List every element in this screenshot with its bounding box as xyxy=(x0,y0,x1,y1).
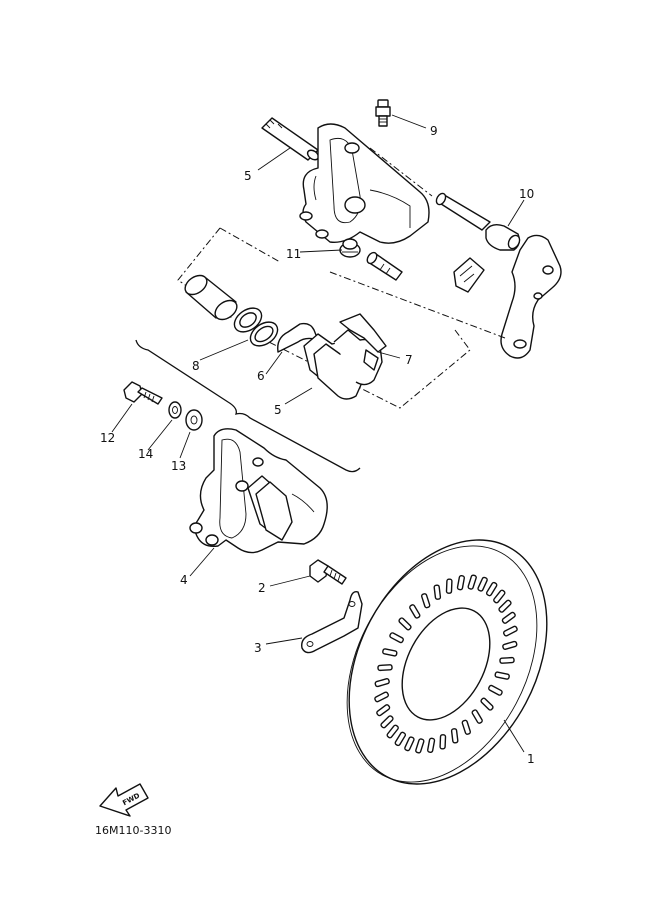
callout-6: 6 xyxy=(257,369,265,383)
disc-slot xyxy=(380,715,394,729)
disc-slot xyxy=(374,678,390,688)
part-washer xyxy=(185,409,203,431)
part-pad-shim xyxy=(277,322,319,353)
part-brake-disc xyxy=(346,539,548,785)
callout-13: 13 xyxy=(171,459,186,473)
part-piston-seals xyxy=(233,307,279,347)
disc-slot xyxy=(427,737,436,754)
callout-4: 4 xyxy=(180,573,188,587)
callout-14: 14 xyxy=(138,447,153,461)
disc-slot xyxy=(480,697,494,711)
disc-slot xyxy=(499,656,515,664)
disc-slot xyxy=(404,736,415,752)
fwd-arrow-icon: FWD xyxy=(99,783,149,817)
part-caliper-bracket xyxy=(500,234,562,359)
part-caliper-upper xyxy=(299,123,430,244)
disc-slot xyxy=(471,709,483,724)
callout-9: 9 xyxy=(430,124,438,138)
disc-slot xyxy=(493,589,506,604)
disc-vent-slots xyxy=(374,574,518,754)
part-slide-pin-upper xyxy=(261,117,320,161)
callout-11: 11 xyxy=(286,247,301,261)
part-slide-pin-lower xyxy=(366,251,403,281)
diagram-code: 16M110-3310 xyxy=(95,824,171,837)
leader-lines xyxy=(111,114,525,753)
part-bolt-12 xyxy=(123,381,163,405)
disc-slot xyxy=(433,584,442,600)
disc-slot xyxy=(420,593,431,609)
callout-3: 3 xyxy=(254,641,262,655)
callout-1: 1 xyxy=(527,752,535,766)
disc-slot xyxy=(461,719,472,735)
callout-5-lower: 5 xyxy=(274,403,282,417)
callout-8: 8 xyxy=(192,359,200,373)
callout-2: 2 xyxy=(258,581,266,595)
disc-slot xyxy=(389,632,404,644)
disc-slot xyxy=(485,581,498,597)
part-pad-spring-clip xyxy=(453,257,485,293)
disc-slot xyxy=(386,724,399,739)
disc-slot xyxy=(501,611,516,624)
disc-slot xyxy=(502,640,518,650)
callout-labels: 1 2 3 4 5 5 6 7 8 9 10 11 12 13 14 xyxy=(100,124,535,766)
disc-slot xyxy=(445,578,453,594)
part-piston xyxy=(184,274,238,321)
part-caliper-lower xyxy=(189,428,328,554)
part-boot-small xyxy=(339,238,361,258)
callout-10: 10 xyxy=(519,187,534,201)
disc-slot xyxy=(376,704,391,717)
disc-slot xyxy=(394,731,407,747)
disc-slot xyxy=(467,574,477,590)
disc-slot xyxy=(456,574,465,591)
disc-slot xyxy=(415,738,425,754)
part-bolt-2 xyxy=(309,559,347,585)
part-slide-pin-right xyxy=(435,192,521,251)
disc-slot xyxy=(382,648,398,657)
disc-slot xyxy=(439,734,447,750)
disc-slot xyxy=(477,576,488,592)
group-bracket-line xyxy=(135,339,361,473)
disc-slot xyxy=(498,599,512,613)
part-brake-pads xyxy=(303,329,383,400)
part-lock-washer xyxy=(168,401,182,419)
callout-5-upper: 5 xyxy=(244,169,252,183)
disc-slot xyxy=(398,617,412,631)
disc-slot xyxy=(377,664,393,672)
disc-slot xyxy=(488,684,503,696)
disc-slot xyxy=(503,625,518,637)
callout-7: 7 xyxy=(405,353,413,367)
disc-slot xyxy=(494,671,510,680)
part-lock-plate xyxy=(301,590,363,654)
disc-slot xyxy=(409,604,421,619)
disc-slot xyxy=(450,728,459,744)
callout-12: 12 xyxy=(100,431,115,445)
disc-slot xyxy=(374,691,389,703)
part-bleed-screw xyxy=(375,99,391,127)
part-pad-spring xyxy=(339,313,387,371)
